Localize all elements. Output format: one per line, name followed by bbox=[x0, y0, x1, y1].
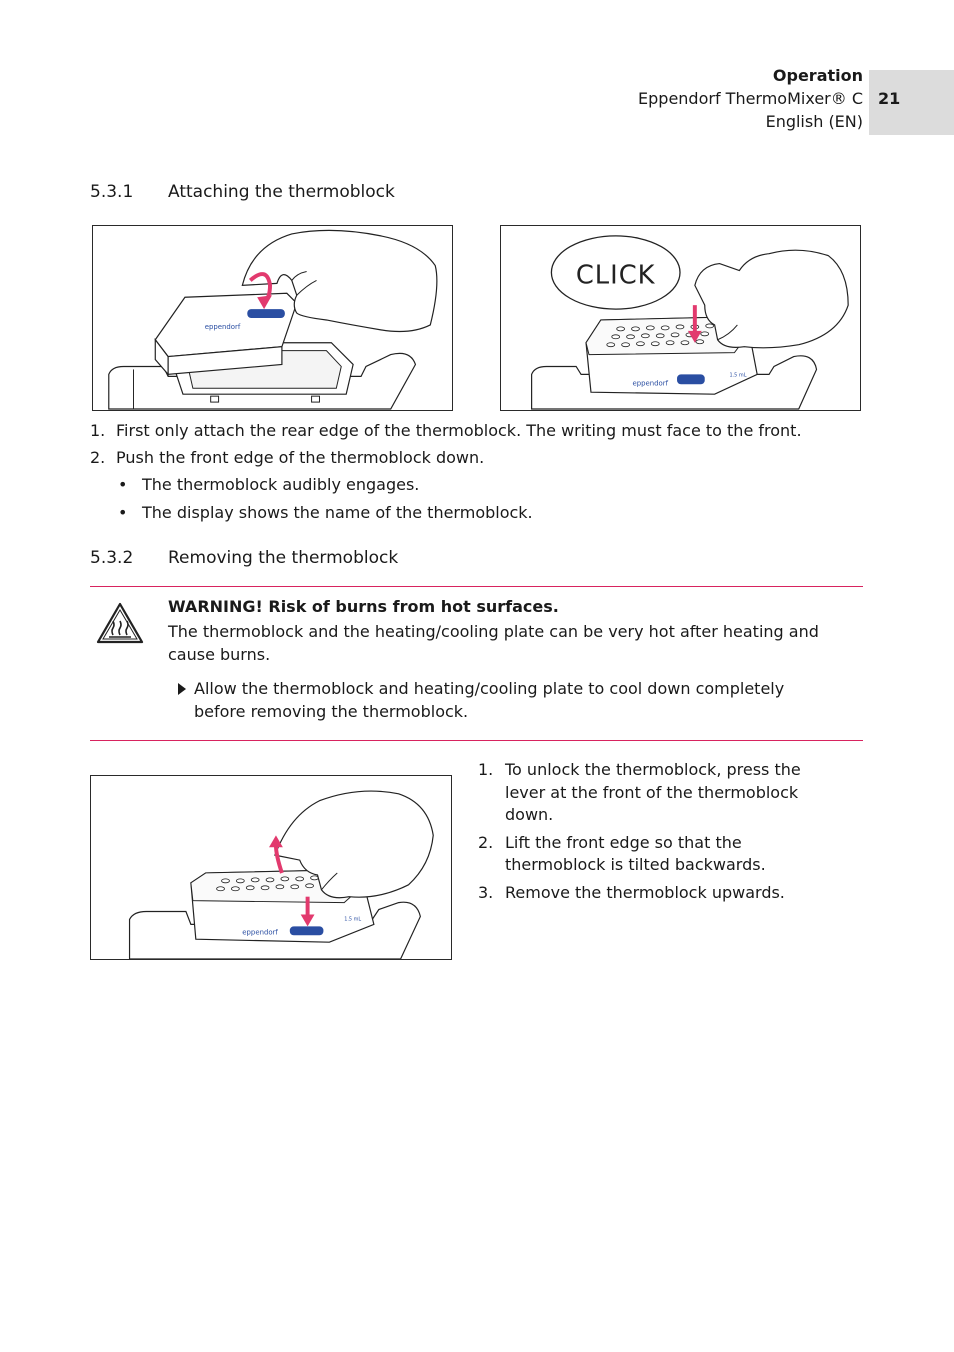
result-bullet: • bbox=[118, 503, 128, 522]
step-text: Lift the front edge so that the bbox=[505, 833, 742, 852]
step-number: 3. bbox=[478, 883, 494, 902]
action-triangle-icon bbox=[177, 681, 187, 695]
step-number: 1. bbox=[478, 760, 494, 779]
figure-remove-thermoblock: eppendorf 1.5 mL bbox=[90, 775, 452, 960]
brand-label-fig1: eppendorf bbox=[205, 323, 241, 331]
brand-label-fig3: eppendorf bbox=[242, 928, 278, 936]
warning-title: WARNING! Risk of burns from hot surfaces… bbox=[168, 597, 559, 616]
brand-label-fig2: eppendorf bbox=[633, 379, 669, 387]
click-label: CLICK bbox=[576, 260, 656, 290]
step-text: thermoblock is tilted backwards. bbox=[505, 855, 766, 874]
volume-label-fig3: 1.5 mL bbox=[344, 916, 361, 922]
step-text: Push the front edge of the thermoblock d… bbox=[116, 448, 485, 467]
result-bullet: • bbox=[118, 475, 128, 494]
figure-push-front-edge: eppendorf 1.5 mL CLICK bbox=[500, 225, 861, 411]
figure-attach-rear-edge: eppendorf bbox=[92, 225, 453, 411]
warning-text-line2: cause burns. bbox=[168, 645, 271, 664]
step-text: lever at the front of the thermoblock bbox=[505, 783, 799, 802]
page-tab bbox=[869, 70, 954, 135]
header-chapter: Operation bbox=[772, 66, 863, 85]
warning-text-line1: The thermoblock and the heating/cooling … bbox=[168, 622, 819, 641]
hot-surface-warning-icon bbox=[96, 602, 144, 644]
step-number: 2. bbox=[90, 448, 106, 467]
section-number-remove: 5.3.2 bbox=[90, 548, 134, 568]
header-product: Eppendorf ThermoMixer® C bbox=[638, 89, 863, 108]
step-number: 1. bbox=[90, 421, 106, 440]
header-language: English (EN) bbox=[765, 112, 863, 131]
step-text: To unlock the thermoblock, press the bbox=[505, 760, 801, 779]
warning-rule-bottom bbox=[90, 740, 863, 741]
section-number-attach: 5.3.1 bbox=[90, 182, 134, 202]
page-number: 21 bbox=[878, 89, 901, 108]
result-text: The display shows the name of the thermo… bbox=[142, 503, 533, 522]
step-text: down. bbox=[505, 805, 554, 824]
warning-rule-top bbox=[90, 586, 863, 587]
warning-action-line2: before removing the thermoblock. bbox=[194, 702, 469, 721]
section-title-attach: Attaching the thermoblock bbox=[168, 182, 395, 202]
warning-action-line1: Allow the thermoblock and heating/coolin… bbox=[194, 679, 785, 698]
step-text: Remove the thermoblock upwards. bbox=[505, 883, 785, 902]
result-text: The thermoblock audibly engages. bbox=[142, 475, 420, 494]
step-text: First only attach the rear edge of the t… bbox=[116, 421, 802, 440]
section-title-remove: Removing the thermoblock bbox=[168, 548, 399, 568]
volume-label-fig2: 1.5 mL bbox=[729, 372, 746, 378]
step-number: 2. bbox=[478, 833, 494, 852]
